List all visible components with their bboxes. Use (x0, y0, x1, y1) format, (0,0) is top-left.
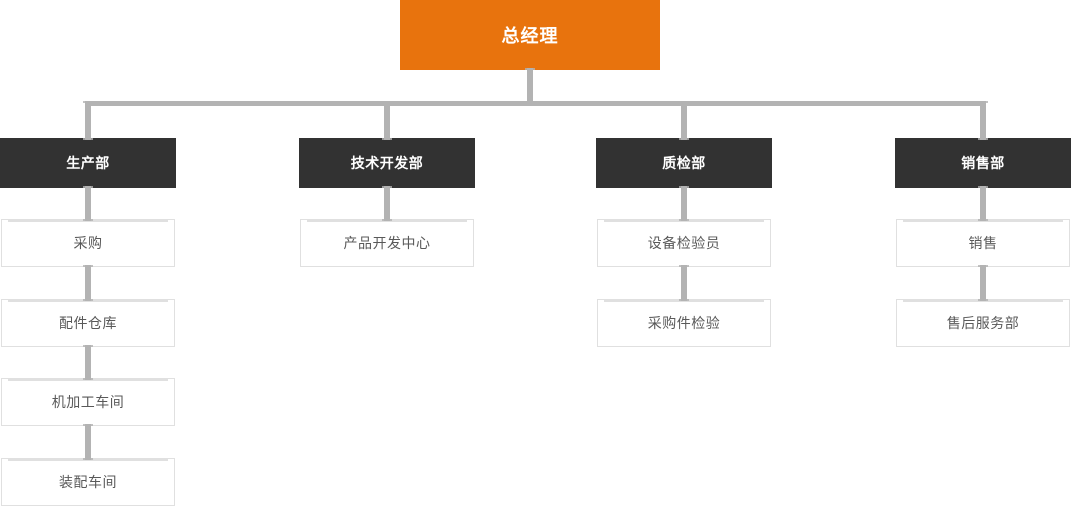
dept-label: 质检部 (662, 156, 706, 172)
dept-label: 技术开发部 (350, 156, 424, 172)
child-node-product-dev-center: 产品开发中心 (300, 219, 474, 267)
child-label: 采购 (73, 236, 103, 252)
dept-node-tech: 技术开发部 (299, 138, 475, 188)
connector-sales-1 (978, 186, 988, 221)
child-label: 装配车间 (59, 475, 117, 491)
child-node-machining-workshop: 机加工车间 (1, 378, 175, 426)
root-label: 总经理 (501, 26, 559, 47)
connector-drop-tech (382, 101, 392, 140)
child-label: 采购件检验 (647, 316, 721, 332)
org-node-root: 总经理 (400, 0, 660, 70)
connector-root-trunk (525, 68, 535, 103)
child-label: 机加工车间 (51, 395, 125, 411)
connector-production-3 (83, 345, 93, 380)
child-node-after-sales-service: 售后服务部 (896, 299, 1070, 347)
connector-qa-1 (679, 186, 689, 221)
child-node-assembly-workshop: 装配车间 (1, 458, 175, 506)
child-label: 产品开发中心 (343, 236, 431, 252)
child-node-equipment-inspector: 设备检验员 (597, 219, 771, 267)
child-node-purchasing: 采购 (1, 219, 175, 267)
child-label: 设备检验员 (647, 236, 721, 252)
dept-node-sales: 销售部 (895, 138, 1071, 188)
connector-production-2 (83, 265, 93, 301)
child-node-sales: 销售 (896, 219, 1070, 267)
child-label: 售后服务部 (946, 316, 1020, 332)
connector-drop-sales (978, 101, 988, 140)
child-label: 销售 (968, 236, 998, 252)
dept-label: 生产部 (66, 156, 110, 172)
connector-drop-qa (679, 101, 689, 140)
child-node-purchased-parts-inspection: 采购件检验 (597, 299, 771, 347)
connector-production-4 (83, 424, 93, 460)
dept-node-qa: 质检部 (596, 138, 772, 188)
child-label: 配件仓库 (59, 316, 117, 332)
connector-main-rail (85, 101, 986, 106)
connector-production-1 (83, 186, 93, 221)
connector-sales-2 (978, 265, 988, 301)
connector-tech-1 (382, 186, 392, 221)
dept-label: 销售部 (961, 156, 1005, 172)
child-node-parts-warehouse: 配件仓库 (1, 299, 175, 347)
dept-node-production: 生产部 (0, 138, 176, 188)
connector-drop-production (83, 101, 93, 140)
connector-qa-2 (679, 265, 689, 301)
